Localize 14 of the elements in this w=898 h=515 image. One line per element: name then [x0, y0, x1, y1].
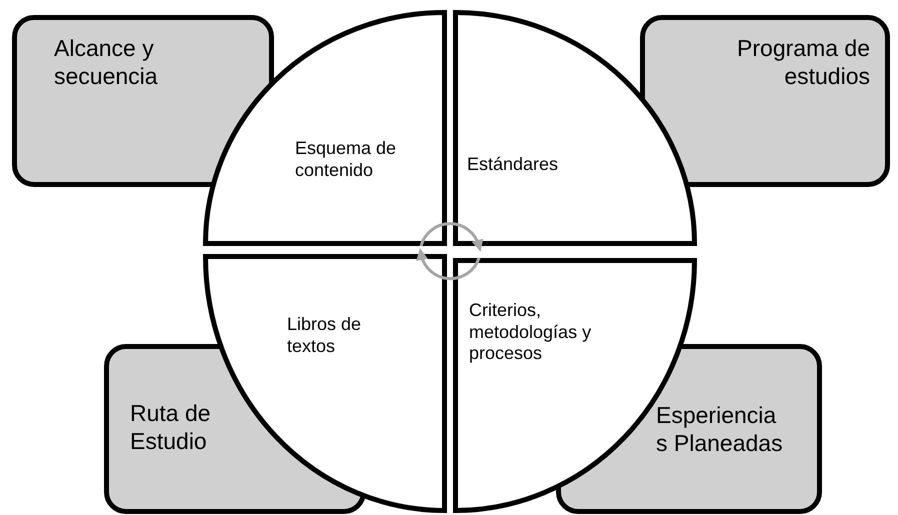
- cycle-arrow: [420, 222, 483, 252]
- node-label: Ruta de Estudio: [130, 400, 212, 456]
- node-label: Libros de textos: [287, 314, 362, 358]
- node-label: Alcance y secuencia: [54, 35, 159, 90]
- circle-quadrant: [453, 10, 697, 246]
- node-label: Programa de estudios: [736, 35, 870, 90]
- rounded-box: [640, 15, 890, 187]
- node-label: Criterios, metodologías y procesos: [469, 300, 592, 365]
- node-label: Estándares: [467, 154, 560, 176]
- node-label: Esquema de contenido: [295, 138, 398, 182]
- circle-quadrant: [203, 10, 447, 246]
- node-label: Esperiencia s Planeadas: [656, 402, 784, 458]
- cycle-arrow: [416, 248, 480, 280]
- rounded-box: [12, 15, 274, 187]
